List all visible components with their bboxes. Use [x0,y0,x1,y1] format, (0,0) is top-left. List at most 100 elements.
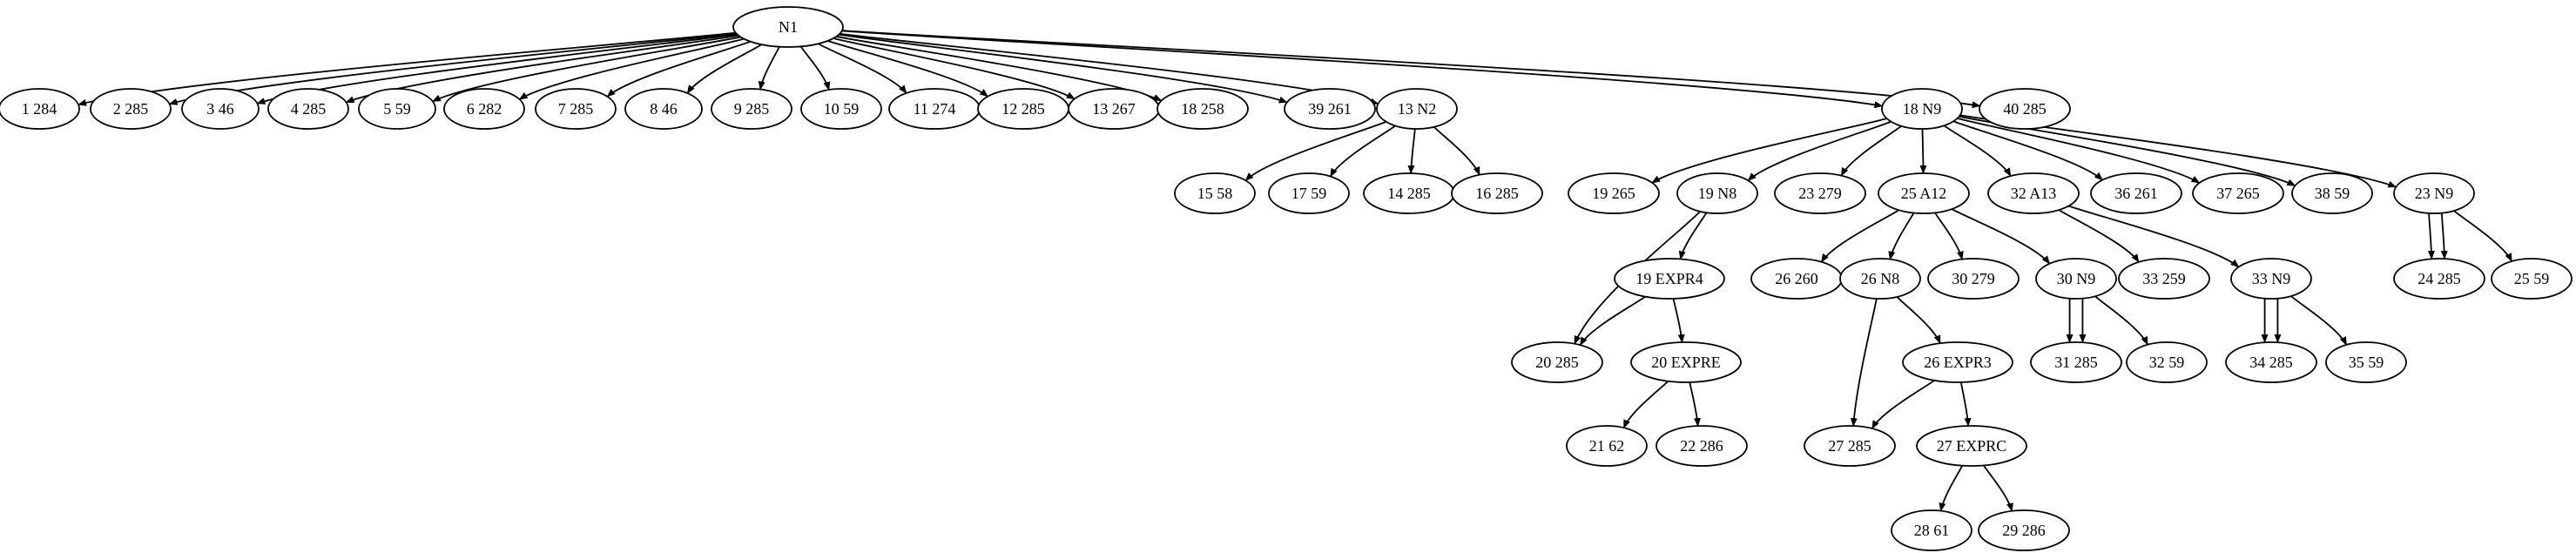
node-ellipse [1987,172,2080,214]
tree-node-5-59: 5 59 [358,88,436,130]
node-label: 25 59 [2514,270,2550,287]
node-ellipse [1676,172,1758,214]
node-ellipse [1630,341,1742,383]
edge-arrow [1888,212,1915,260]
node-ellipse [1774,172,1866,214]
edge-25_A12-to-30_279 [1934,212,1964,260]
node-label: 11 274 [914,100,956,118]
node-ellipse [1566,425,1648,467]
edge-root-to-40_285 [841,30,1981,109]
node-ellipse [1916,425,2027,467]
node-ellipse [1157,88,1249,130]
node-label: 19 N8 [1698,185,1737,202]
node-label: 22 286 [1680,437,1723,455]
node-ellipse [2325,341,2407,383]
edge-26_N8-to-26_EXPR3 [1896,296,1941,345]
edge-26_EXPR3-to-27_285 [1871,380,1935,429]
edge-18_N9-to-32_A13 [1943,125,2012,178]
tree-node-36-261: 36 261 [2090,172,2182,214]
edge-arrow [758,46,780,91]
tree-node-34-285: 34 285 [2225,341,2317,383]
edge-arrow [841,30,1884,109]
node-label: 27 EXPRC [1937,437,2007,455]
node-ellipse [1376,88,1458,130]
edge-arrow [431,36,741,103]
edge-arrow [1896,296,1941,345]
edge-arrow [2453,210,2512,262]
edge-18_N9-to-37_265 [1957,117,2201,184]
node-label: 26 N8 [1861,270,1900,287]
edge-arrow [841,30,1981,109]
edge-root-to-9_285 [758,46,780,91]
edge-arrow [1622,381,1669,429]
edge-arrow [2058,209,2140,263]
edge-25_A12-to-26_260 [1820,209,1899,263]
node-label: 13 N2 [1398,100,1437,118]
node-ellipse [2291,172,2373,214]
edge-root-to-5_59 [431,36,741,103]
edge-arrow [1651,118,1887,184]
node-ellipse [358,88,436,130]
node-ellipse [181,88,260,130]
tree-node-20-285: 20 285 [1511,341,1603,383]
edge-33_N9-to-35_59 [2290,295,2348,346]
edge-20_EXPRE-to-22_286 [1689,381,1701,428]
tree-node-9-285: 9 285 [711,88,792,130]
edge-arrow [518,37,745,100]
tree-node-40-285: 40 285 [1979,88,2071,130]
node-label: 2 285 [113,100,149,118]
node-label: 6 282 [467,100,502,118]
edge-18_N9-to-25_A12 [1919,128,1927,175]
node-ellipse [2126,341,2208,383]
node-label: 26 260 [1775,270,1818,287]
tree-node-32-a13: 32 A13 [1987,172,2080,214]
edge-32_A13-to-33_N9 [2068,205,2240,268]
tree-node-7-285: 7 285 [535,88,617,130]
node-ellipse [1568,172,1660,214]
node-ellipse [1979,88,2071,130]
node-label: 23 279 [1798,185,1842,202]
node-ellipse [800,88,882,130]
tree-node-30-279: 30 279 [1927,258,2020,300]
node-ellipse [1881,88,1963,130]
edge-arrow [2440,212,2448,260]
tree-node-13-267: 13 267 [1068,88,1160,130]
node-ellipse [267,88,349,130]
edge-root-to-13_267 [833,37,1076,100]
edge-root-to-12_285 [827,40,988,98]
tree-node-8-46: 8 46 [624,88,703,130]
node-ellipse [711,88,792,130]
edge-32_A13-to-33_259 [2058,209,2140,263]
node-label: 18 258 [1181,100,1224,118]
edge-arrow [839,33,1288,104]
edge-19_N8-to-19_EXPR4 [1678,212,1708,260]
node-label: 17 59 [1291,185,1327,202]
node-label: 8 46 [650,100,678,118]
tree-node-11-274: 11 274 [888,88,981,130]
node-label: 34 285 [2249,354,2293,371]
tree-node-n1: N1 [732,6,844,48]
node-ellipse [1174,172,1256,214]
node-ellipse [2393,172,2475,214]
node-ellipse [1878,172,1970,214]
tree-node-19-265: 19 265 [1568,172,1660,214]
tree-node-27-285: 27 285 [1804,425,1896,467]
edge-arrow [1329,125,1396,178]
edge-arrow [1850,298,1878,428]
edge-arrow [1957,117,2201,184]
edge-arrow [1672,298,1685,344]
node-label: 9 285 [734,100,770,118]
node-label: 26 EXPR3 [1924,354,1992,371]
edge-26_N8-to-27_285 [1850,298,1878,428]
tree-node-3-46: 3 46 [181,88,260,130]
node-label: 13 267 [1092,100,1136,118]
edge-arrow [1407,128,1416,175]
edge-18_N9-to-38_59 [1959,115,2296,187]
node-label: 10 59 [824,100,860,118]
node-ellipse [624,88,703,130]
edge-arrow [833,37,1076,100]
tree-node-29-286: 29 286 [1978,509,2070,551]
node-label: 33 259 [2142,270,2186,287]
tree-node-25-a12: 25 A12 [1878,172,1970,214]
